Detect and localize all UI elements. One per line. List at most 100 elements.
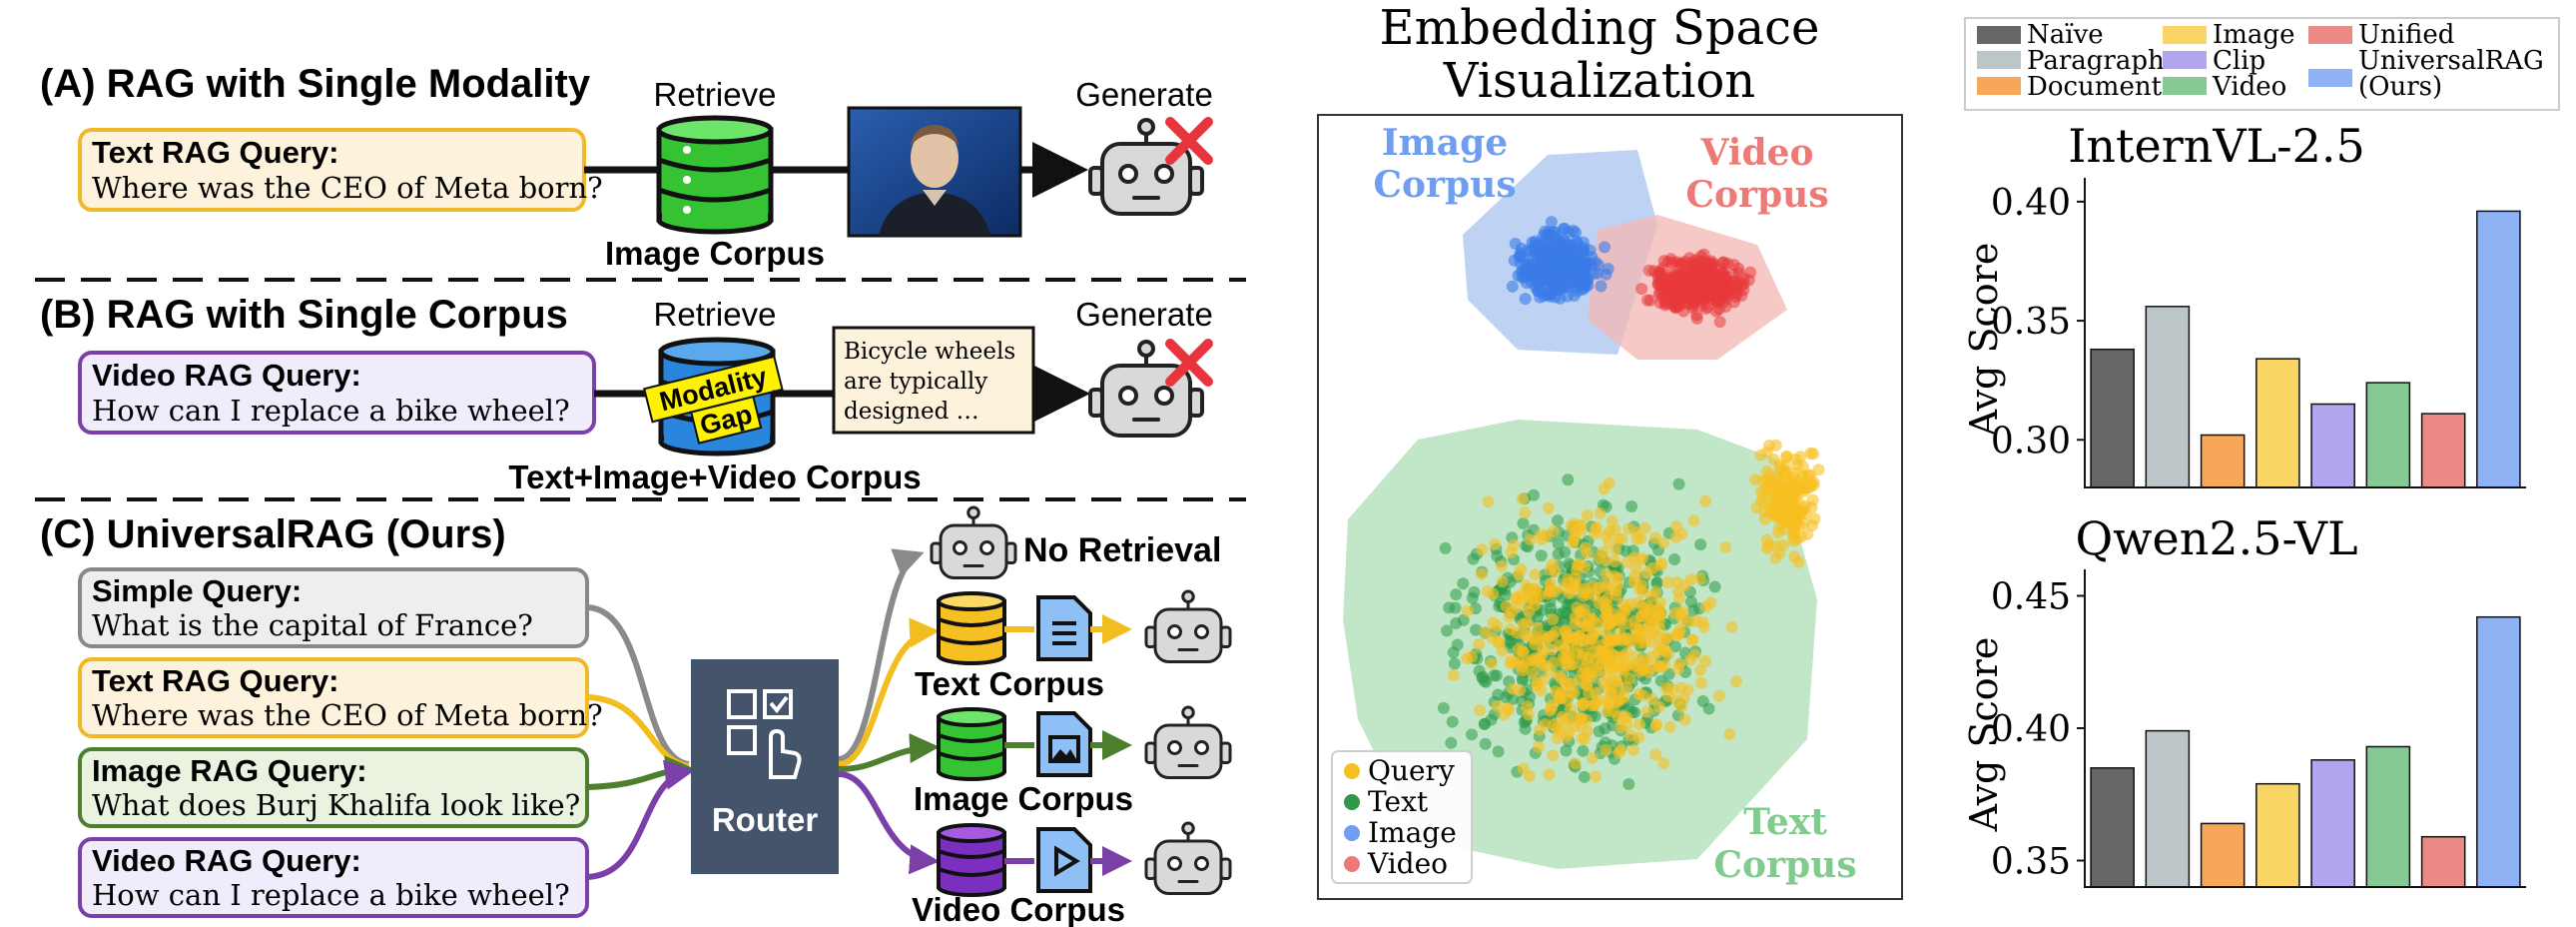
scatter-point (1732, 277, 1745, 290)
scatter-point (1788, 550, 1801, 563)
scatter-point (1807, 475, 1820, 488)
bar-chart-internvl: InternVL-2.5 Avg Score 0.300.350.40 (1962, 119, 2526, 488)
scatter-point (1547, 524, 1560, 537)
legend-label: Query (1368, 754, 1455, 787)
scatter-point (1632, 582, 1645, 595)
scatter-point (1600, 529, 1612, 542)
database-icon (937, 707, 1006, 781)
scatter-point (1517, 762, 1530, 775)
scatter-point (1614, 660, 1627, 673)
scatter-point (1602, 634, 1614, 647)
scatter-point (1796, 470, 1808, 483)
scatter-point (1629, 621, 1642, 634)
panel-a-retrieve-label: Retrieve (654, 76, 777, 113)
legend-label: Naïve (2027, 20, 2104, 50)
scatter-point (1662, 667, 1675, 680)
scatter-point (1672, 477, 1685, 490)
scatter-point (1611, 694, 1624, 707)
database-icon (937, 823, 1006, 897)
scatter-point (1498, 708, 1511, 721)
scatter-point (1492, 745, 1505, 758)
scatter-point (1646, 562, 1658, 574)
scatter-point (1533, 265, 1546, 278)
embedding-title-line2: Visualization (1443, 53, 1755, 109)
scatter-point (1712, 281, 1725, 294)
legend-label: (Ours) (2358, 72, 2442, 102)
bar (2255, 358, 2300, 488)
scatter-point (1754, 449, 1767, 462)
legend-label: Text (1368, 785, 1429, 818)
scatter-point (1576, 732, 1589, 745)
scatter-point (1664, 253, 1677, 266)
scatter-point (1531, 610, 1544, 623)
panel-b-retrieve-label: Retrieve (654, 296, 777, 333)
scatter-point (1614, 721, 1627, 734)
scatter-point (1533, 740, 1546, 753)
bar (2200, 434, 2246, 488)
scatter-point (1560, 744, 1573, 757)
scatter-point (1493, 636, 1506, 649)
legend-swatch (2163, 26, 2207, 44)
embedding-legend-box (1331, 750, 1473, 884)
scatter-point (1543, 768, 1556, 781)
scatter-point (1476, 543, 1489, 556)
scatter-point (1690, 312, 1703, 325)
chart-title: InternVL-2.5 (2068, 119, 2365, 173)
panel-a-heading: (A) RAG with Single Modality (40, 62, 591, 106)
document-icon (1036, 595, 1092, 661)
chart-axis (2084, 178, 2526, 488)
scatter-point (1581, 508, 1594, 521)
scatter-point (1602, 581, 1614, 594)
panel-a-query-title: Text RAG Query: (92, 135, 338, 170)
scatter-point (1693, 572, 1706, 585)
bar (2090, 767, 2135, 888)
scatter-point (1562, 473, 1575, 486)
scatter-point (1649, 719, 1662, 732)
scatter-point (1725, 620, 1738, 633)
retrieved-text-box (832, 326, 1035, 435)
legend-label: Unified (2358, 20, 2454, 50)
scatter-point (1586, 751, 1599, 764)
scatter-point (1527, 666, 1539, 679)
scatter-point (1479, 737, 1492, 750)
scatter-point (1547, 629, 1559, 642)
scatter-point (1683, 298, 1696, 311)
scatter-point (1465, 650, 1478, 663)
scatter-point (1694, 538, 1707, 551)
text-corpus-label: Text (1743, 801, 1827, 843)
scatter-point (1666, 683, 1679, 695)
scatter-point (1625, 500, 1638, 512)
scatter-point (1585, 611, 1598, 624)
scatter-point (1496, 575, 1509, 588)
scatter-point (1586, 670, 1599, 683)
scatter-point (1611, 710, 1624, 723)
scatter-point (1688, 648, 1701, 661)
router-label: Router (712, 801, 818, 838)
scatter-point (1671, 629, 1684, 642)
scatter-point (1482, 495, 1495, 508)
scatter-point (1635, 283, 1648, 296)
scatter-point (1632, 718, 1645, 730)
scatter-point (1594, 506, 1607, 519)
scatter-point (1668, 553, 1681, 565)
scatter-point (1693, 664, 1706, 676)
scatter-point (1576, 246, 1589, 259)
scatter-point (1595, 280, 1608, 293)
corpus-label: Image Corpus (914, 780, 1133, 817)
scatter-point (1569, 757, 1582, 770)
no-retrieval-label: No Retrieval (1023, 531, 1221, 569)
route-out-curve (838, 617, 940, 767)
scatter-point (1487, 587, 1500, 600)
scatter-point (1574, 605, 1587, 618)
video-corpus-label: Video (1699, 132, 1813, 174)
scatter-point (1565, 702, 1577, 715)
robot-icon (1144, 705, 1232, 779)
legend-swatch (1977, 77, 2021, 95)
query-title: Image RAG Query: (92, 753, 367, 788)
bar (2090, 348, 2135, 488)
scatter-point (1769, 439, 1782, 452)
legend-label: Video (2212, 72, 2286, 102)
scatter-point (1507, 692, 1520, 705)
scatter-point (1575, 720, 1588, 733)
scatter-point (1648, 531, 1661, 544)
